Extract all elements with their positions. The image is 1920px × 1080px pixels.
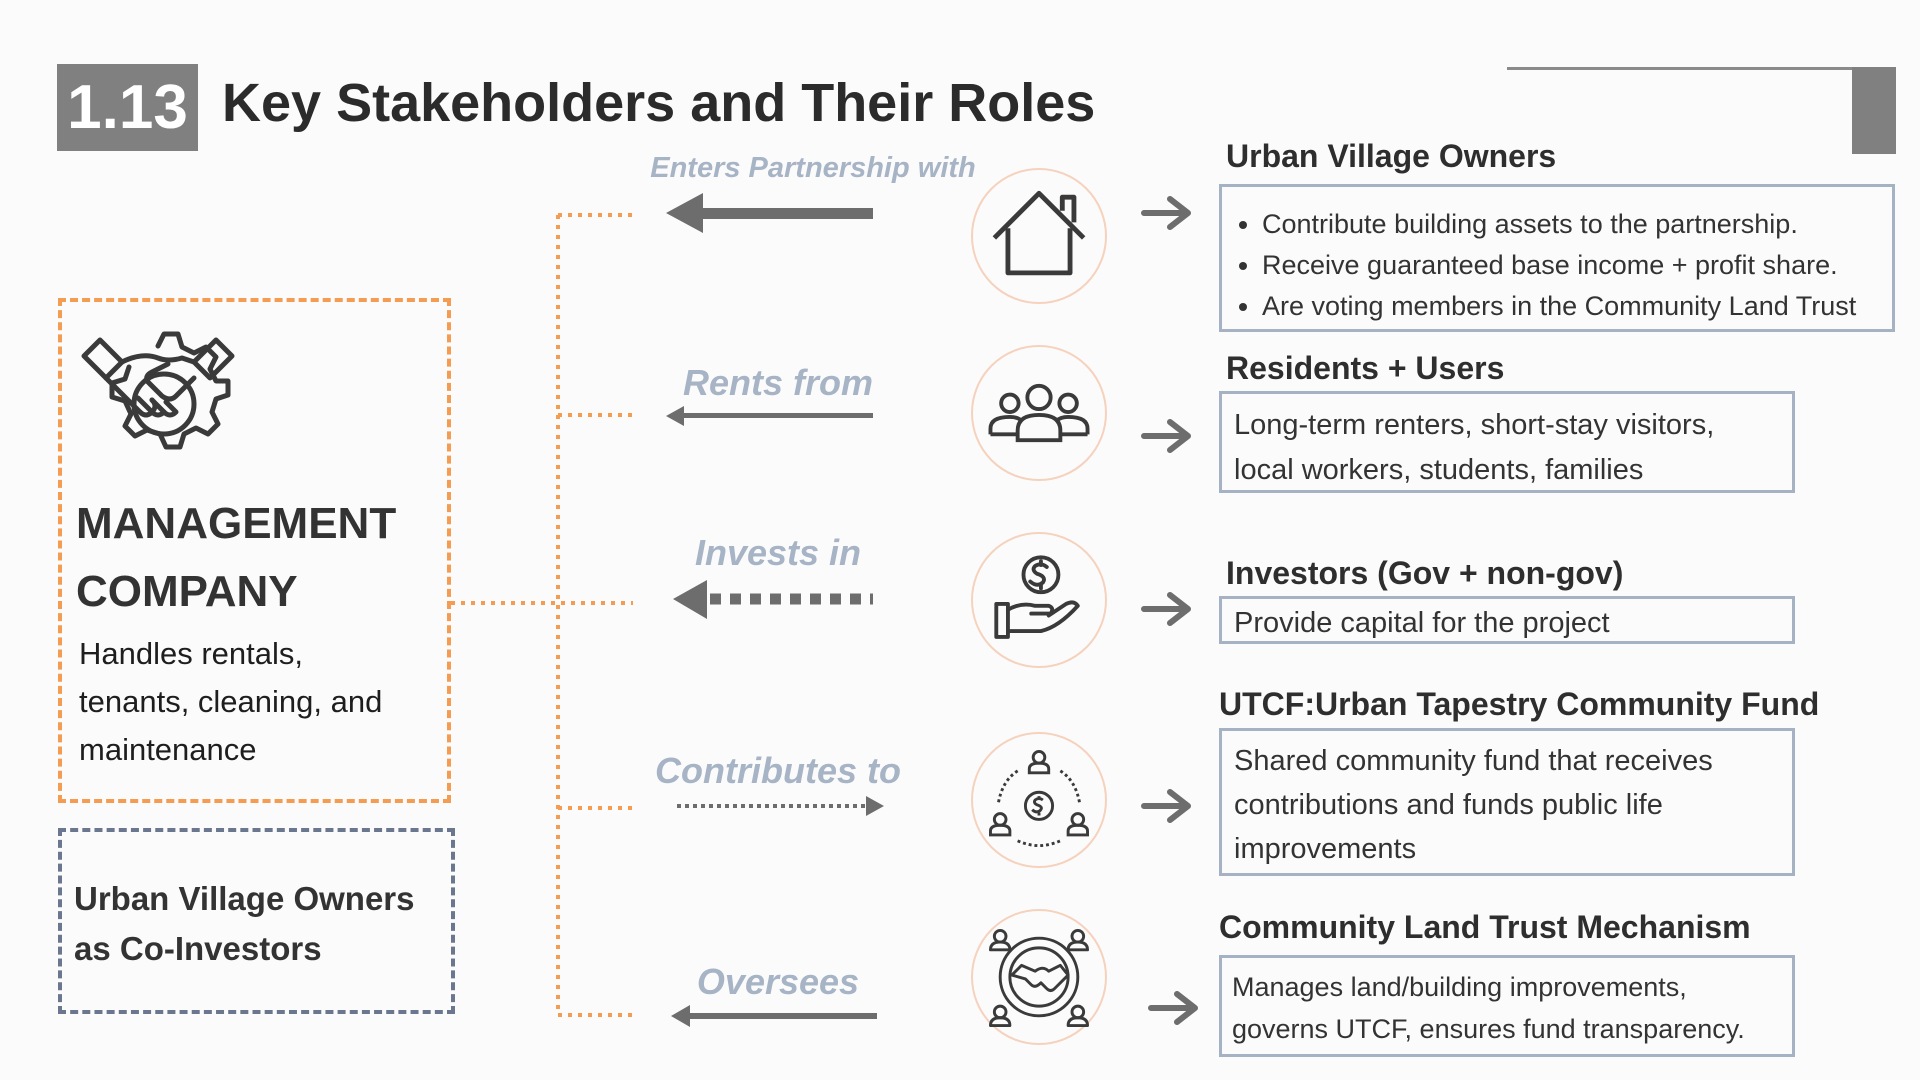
co-investors-line1: Urban Village Owners bbox=[74, 880, 415, 917]
stakeholder-title-owners: Urban Village Owners bbox=[1226, 138, 1557, 174]
stakeholder-title-clt: Community Land Trust Mechanism bbox=[1219, 909, 1751, 945]
stakeholder-box-investors: Provide capital for the project bbox=[1219, 596, 1795, 644]
management-desc-line3: maintenance bbox=[79, 732, 257, 767]
arrow-left-thick bbox=[666, 193, 873, 233]
community-fund-icon bbox=[989, 750, 1089, 848]
list-item: Receive guaranteed base income + profit … bbox=[1262, 245, 1884, 286]
stakeholder-title-investors: Investors (Gov + non-gov) bbox=[1226, 555, 1624, 591]
utcf-line2: contributions and funds public life bbox=[1234, 789, 1663, 821]
owners-bullet-list: Contribute building assets to the partne… bbox=[1238, 204, 1884, 327]
arrow-left-dashed bbox=[673, 580, 873, 619]
people-icon-circle bbox=[971, 345, 1107, 481]
co-investors-text: Urban Village Owners as Co-Investors bbox=[74, 874, 415, 974]
invest-icon-circle bbox=[971, 532, 1107, 668]
handshake-gear-icon bbox=[81, 331, 235, 450]
investors-line1: Provide capital for the project bbox=[1234, 607, 1610, 639]
management-company-description: Handles rentals, tenants, cleaning, and … bbox=[79, 630, 439, 774]
stakeholder-box-clt: Manages land/building improvements, gove… bbox=[1219, 955, 1795, 1057]
management-company-box bbox=[58, 298, 451, 803]
trust-icon-circle bbox=[971, 909, 1107, 1045]
relation-label-contributes: Contributes to bbox=[655, 750, 901, 791]
handshake-community-icon bbox=[989, 928, 1089, 1027]
utcf-line1: Shared community fund that receives bbox=[1234, 745, 1713, 777]
arrow-left-thin-2 bbox=[671, 1005, 877, 1027]
list-item: Contribute building assets to the partne… bbox=[1262, 204, 1884, 245]
stakeholder-box-utcf: Shared community fund that receives cont… bbox=[1219, 728, 1795, 876]
stakeholder-title-utcf: UTCF:Urban Tapestry Community Fund bbox=[1219, 686, 1820, 722]
hand-dollar-icon bbox=[994, 555, 1080, 639]
relation-label-rents: Rents from bbox=[682, 362, 874, 403]
stakeholder-box-owners: Contribute building assets to the partne… bbox=[1219, 184, 1895, 332]
stakeholder-box-residents: Long-term renters, short-stay visitors, … bbox=[1219, 391, 1795, 493]
section-number: 1.13 bbox=[57, 64, 198, 151]
group-people-icon bbox=[988, 383, 1090, 443]
management-desc-line2: tenants, cleaning, and bbox=[79, 684, 383, 719]
residents-line1: Long-term renters, short-stay visitors, bbox=[1234, 409, 1715, 441]
management-title-line2: COMPANY bbox=[76, 567, 298, 616]
orange-dotted-bracket bbox=[451, 213, 633, 1017]
decorative-block bbox=[1852, 67, 1896, 154]
relation-label-oversees: Oversees bbox=[696, 961, 860, 1002]
clt-line2: governs UTCF, ensures fund transparency. bbox=[1232, 1014, 1745, 1044]
fund-icon-circle bbox=[971, 732, 1107, 868]
management-company-title: MANAGEMENT COMPANY bbox=[76, 490, 396, 626]
clt-line1: Manages land/building improvements, bbox=[1232, 972, 1687, 1002]
arrow-right-dotted bbox=[677, 796, 884, 816]
stakeholder-title-residents: Residents + Users bbox=[1226, 350, 1505, 386]
relation-label-partnership: Enters Partnership with bbox=[650, 152, 976, 184]
house-icon-circle bbox=[971, 168, 1107, 304]
co-investors-line2: as Co-Investors bbox=[74, 930, 322, 967]
page-title: Key Stakeholders and Their Roles bbox=[222, 73, 1096, 133]
house-icon bbox=[992, 190, 1086, 276]
residents-line2: local workers, students, families bbox=[1234, 454, 1644, 486]
relation-label-invests: Invests in bbox=[694, 532, 862, 573]
arrow-left-thin bbox=[666, 406, 873, 426]
decorative-line bbox=[1507, 67, 1852, 70]
co-investors-box bbox=[58, 828, 455, 1014]
right-arrows bbox=[1141, 196, 1198, 1025]
management-desc-line1: Handles rentals, bbox=[79, 636, 304, 671]
management-title-line1: MANAGEMENT bbox=[76, 499, 397, 548]
utcf-line3: improvements bbox=[1234, 833, 1417, 865]
list-item: Are voting members in the Community Land… bbox=[1262, 286, 1884, 327]
